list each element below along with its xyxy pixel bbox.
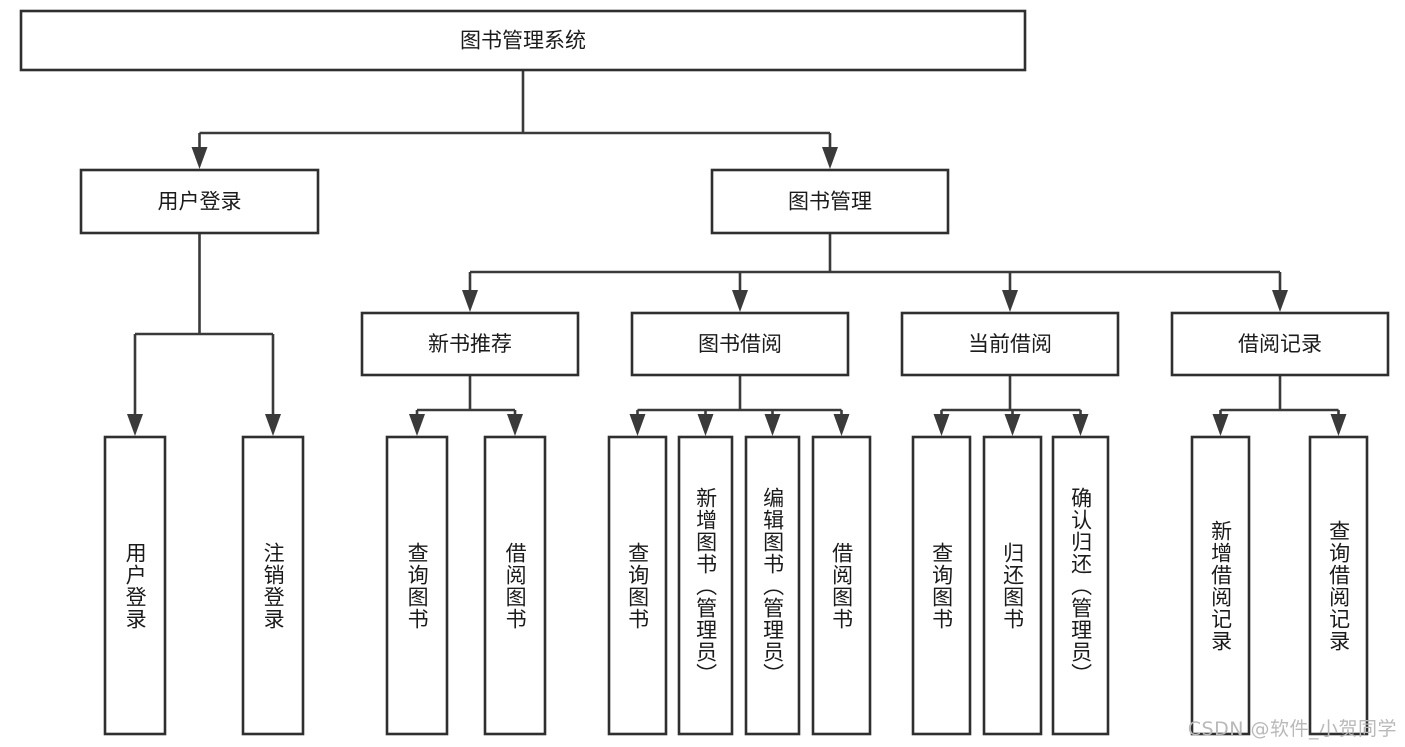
arrow-head-icon <box>1002 290 1018 312</box>
node-label-current-borrow: 当前借阅 <box>968 332 1052 356</box>
node-box-borrow-records[interactable] <box>1170 311 1390 377</box>
node-box-new-book-recommend[interactable] <box>360 311 580 377</box>
watermark-text: CSDN @软件_小贺同学 <box>1187 718 1397 740</box>
node-label-user-login: 用户登录 <box>158 190 242 214</box>
arrow-head-icon <box>507 414 523 436</box>
arrow-head-icon <box>629 414 646 436</box>
arrow-head-icon <box>462 290 478 312</box>
arrow-head-icon <box>822 147 838 169</box>
node-label-book-management: 图书管理 <box>788 190 872 214</box>
node-box-leaf-query-book-borrow[interactable] <box>607 435 668 736</box>
connector-layer <box>127 70 1347 436</box>
node-label-new-book-recommend: 新书推荐 <box>428 332 512 356</box>
arrow-head-icon <box>1330 414 1347 436</box>
node-box-book-borrow[interactable] <box>630 311 850 377</box>
node-box-leaf-user-logout[interactable] <box>241 435 305 736</box>
node-box-leaf-query-book-recommend[interactable] <box>385 435 449 736</box>
arrow-head-icon <box>933 414 950 436</box>
node-box-leaf-add-borrow-record[interactable] <box>1190 435 1251 736</box>
node-box-leaf-return-book[interactable] <box>982 435 1043 736</box>
node-box-leaf-add-book-admin[interactable] <box>677 435 734 736</box>
node-box-leaf-query-borrow-record[interactable] <box>1308 435 1369 736</box>
arrow-head-icon <box>409 414 425 436</box>
node-label-root: 图书管理系统 <box>460 29 586 53</box>
arrow-head-icon <box>1272 290 1288 312</box>
arrow-head-icon <box>1072 414 1089 436</box>
node-label-borrow-records: 借阅记录 <box>1238 332 1322 356</box>
node-box-leaf-edit-book-admin[interactable] <box>744 435 801 736</box>
node-box-leaf-user-login[interactable] <box>103 435 167 736</box>
arrow-head-icon <box>764 414 781 436</box>
node-label-book-borrow: 图书借阅 <box>698 332 782 356</box>
node-box-leaf-borrow-book[interactable] <box>811 435 872 736</box>
arrow-head-icon <box>697 414 714 436</box>
node-box-user-login[interactable] <box>79 168 320 235</box>
arrow-head-icon <box>732 290 748 312</box>
arrow-head-icon <box>1212 414 1229 436</box>
node-box-book-management[interactable] <box>710 168 950 235</box>
node-box-layer <box>19 9 1390 736</box>
arrow-head-icon <box>833 414 850 436</box>
node-box-leaf-query-book-current[interactable] <box>911 435 972 736</box>
arrow-head-icon <box>265 414 281 436</box>
node-box-leaf-borrow-book-recommend[interactable] <box>483 435 547 736</box>
node-box-current-borrow[interactable] <box>900 311 1120 377</box>
node-box-leaf-confirm-return-admin[interactable] <box>1051 435 1110 736</box>
arrow-head-icon <box>127 414 143 436</box>
node-box-root[interactable] <box>19 9 1027 72</box>
arrow-head-icon <box>191 147 208 169</box>
arrow-head-icon <box>1004 414 1021 436</box>
